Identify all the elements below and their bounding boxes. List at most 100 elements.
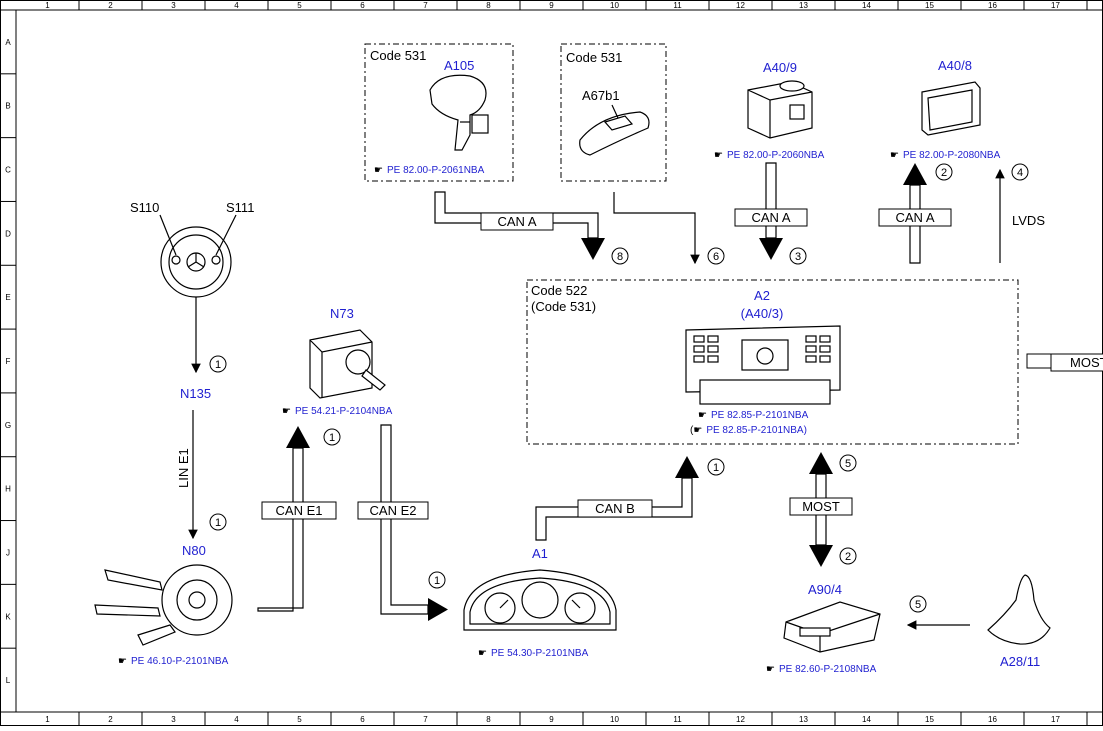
a67b1-code-label: Code 531 — [566, 50, 622, 65]
grid-col-label-bottom: 7 — [423, 715, 428, 724]
grid-col-label-bottom: 9 — [549, 715, 554, 724]
svg-text:☛PE 82.00-P-2061NBA: ☛PE 82.00-P-2061NBA — [374, 165, 485, 176]
grid-col-label-top: 11 — [673, 1, 682, 10]
can-e1-bus — [257, 447, 304, 612]
n73-ref: PE 54.21-P-2104NBA — [295, 406, 393, 417]
can-e1-label: CAN E1 — [276, 503, 323, 518]
marker-4: 4 — [1011, 163, 1029, 181]
can-e2-box — [357, 501, 429, 520]
head-unit-icon — [685, 325, 841, 405]
svg-text:6: 6 — [713, 251, 719, 263]
grid-col-label-top: 1 — [45, 1, 50, 10]
s111-label: S111 — [226, 200, 254, 215]
steering-wheel-icon — [159, 214, 237, 298]
n135-label: N135 — [180, 386, 211, 401]
a2-ref2-open: ( — [690, 425, 694, 436]
can-a-a105-box — [480, 212, 554, 231]
book-ref-icon: ☛ — [282, 406, 291, 417]
a90-4-ref: PE 82.60-P-2108NBA — [779, 664, 877, 675]
most-box — [789, 497, 853, 516]
a90-4-label: A90/4 — [808, 582, 842, 597]
svg-text:(☛PE 82.85-P-2101NBA): (☛PE 82.85-P-2101NBA) — [690, 425, 807, 436]
most-stub — [1026, 353, 1052, 369]
grid-col-label-bottom: 8 — [486, 715, 491, 724]
svg-text:3: 3 — [795, 251, 801, 263]
grid-row-label: D — [5, 229, 11, 238]
can-b-box — [577, 499, 653, 518]
grid-col-label-top: 3 — [171, 1, 176, 10]
svg-text:1: 1 — [434, 575, 440, 587]
a2-code2-label: (Code 531) — [531, 299, 596, 314]
grid-row-label: E — [5, 293, 10, 302]
can-a-a40-8-arrowhead — [903, 163, 927, 185]
marker-5-antenna: 5 — [909, 595, 927, 613]
marker-3: 3 — [789, 247, 807, 265]
book-ref-icon: ☛ — [766, 664, 775, 675]
can-a-a40-8-label: CAN A — [895, 210, 934, 225]
most-arrowhead-up — [809, 452, 833, 474]
a1-ref: PE 54.30-P-2101NBA — [491, 648, 589, 659]
book-ref-icon: ☛ — [698, 410, 707, 421]
n80-ref: PE 46.10-P-2101NBA — [131, 656, 229, 667]
can-a-a40-9-label: CAN A — [751, 210, 790, 225]
grid-col-label-bottom: 5 — [297, 715, 302, 724]
marker-1-n135: 1 — [209, 355, 227, 373]
svg-text:1: 1 — [215, 517, 221, 529]
grid-col-label-bottom: 4 — [234, 715, 239, 724]
n73-label: N73 — [330, 306, 354, 321]
marker-5-most: 5 — [839, 454, 857, 472]
grid-row-label: H — [5, 485, 11, 494]
display-icon — [921, 81, 981, 136]
can-b-label: CAN B — [595, 501, 635, 516]
ignition-switch-icon — [309, 329, 386, 399]
grid-col-label-top: 2 — [108, 1, 113, 10]
a105-ref: PE 82.00-P-2061NBA — [387, 165, 485, 176]
a67b1-label: A67b1 — [582, 88, 620, 103]
can-a-a40-9-arrowhead — [759, 238, 783, 260]
a105-option-box — [364, 43, 514, 182]
can-a-a105-arrowhead — [581, 238, 605, 260]
grid-col-label-top: 9 — [549, 1, 554, 10]
grid-row-label: B — [5, 102, 10, 111]
svg-text:8: 8 — [617, 251, 623, 263]
book-ref-icon: ☛ — [478, 648, 487, 659]
grid-col-label-top: 14 — [862, 1, 871, 10]
grid-col-label-top: 8 — [486, 1, 491, 10]
can-a-a40-9-bus — [765, 162, 777, 239]
rain-light-sensor-icon — [579, 104, 650, 156]
book-ref-icon: ☛ — [118, 656, 127, 667]
a2-label: A2 — [754, 288, 770, 303]
svg-text:2: 2 — [941, 167, 947, 179]
control-unit-icon — [747, 80, 813, 139]
lvds-label: LVDS — [1012, 213, 1045, 228]
marker-6: 6 — [707, 247, 725, 265]
grid-col-label-bottom: 15 — [925, 715, 934, 724]
most-arrowhead-down — [809, 545, 833, 567]
antenna-icon — [987, 574, 1051, 645]
marker-8: 8 — [611, 247, 629, 265]
a2-ref2: PE 82.85-P-2101NBA) — [706, 425, 807, 436]
svg-text:☛PE 54.30-P-2101NBA: ☛ PE 54.30-P-2101NBA — [478, 648, 589, 659]
grid-col-label-top: 4 — [234, 1, 239, 10]
grid-col-label-top: 13 — [799, 1, 808, 10]
grid-col-label-bottom: 6 — [360, 715, 365, 724]
n80-label: N80 — [182, 543, 206, 558]
svg-text:1: 1 — [329, 432, 335, 444]
grid-row-label: J — [6, 548, 10, 557]
grid-col-label-top: 15 — [925, 1, 934, 10]
grid-row-label: K — [5, 612, 11, 621]
grid-col-label-bottom: 14 — [862, 715, 871, 724]
most-edge-box — [1050, 353, 1103, 372]
grid-col-label-bottom: 10 — [610, 715, 619, 724]
a2-label2: (A40/3) — [741, 306, 784, 321]
can-a-a40-9-box — [734, 208, 808, 227]
steering-column-module-icon — [94, 564, 233, 646]
grid-col-label-bottom: 3 — [171, 715, 176, 724]
can-a-a105-label: CAN A — [497, 214, 536, 229]
a28-11-label: A28/11 — [1000, 654, 1040, 669]
tuner-module-icon — [783, 601, 881, 653]
can-a-a40-8-box — [878, 208, 952, 227]
s110-label: S110 — [130, 200, 159, 215]
grid-col-label-top: 5 — [297, 1, 302, 10]
